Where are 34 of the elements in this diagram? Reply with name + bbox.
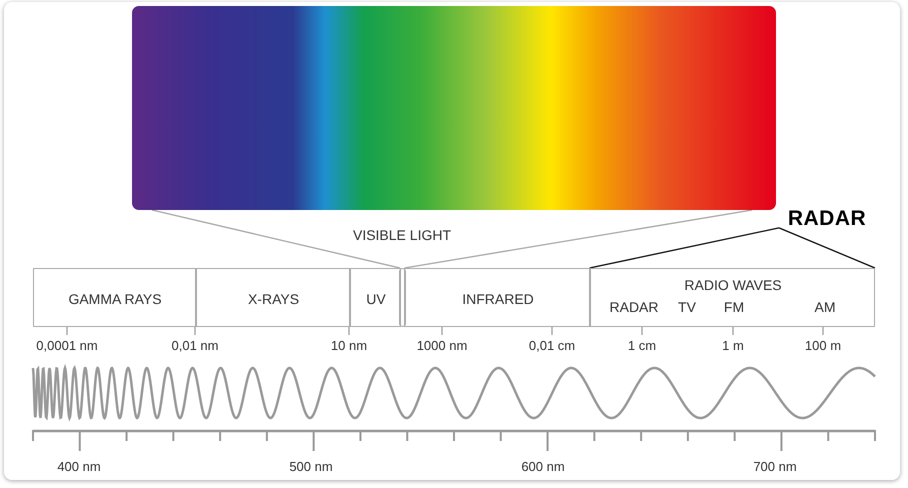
scale-label: 10 nm (330, 338, 368, 353)
scale-label: 400 nm (57, 459, 101, 474)
sub-band-label: TV (678, 299, 696, 315)
spectrum-band-box (33, 268, 196, 327)
scale-label: 0,01 nm (172, 338, 218, 353)
scale-label: 600 nm (521, 459, 565, 474)
leader-line (404, 209, 752, 269)
sub-band-label: FM (724, 299, 744, 315)
scale-label: 0,0001 nm (36, 338, 98, 353)
visible-light-band (399, 268, 406, 327)
sub-band-label: RADAR (610, 299, 658, 315)
connector-line (589, 227, 780, 269)
band-label: RADIO WAVES (684, 277, 782, 293)
spectrum-band-box (589, 268, 875, 327)
sub-band-label: AM (814, 299, 836, 315)
scale-label: 1000 nm (416, 338, 468, 353)
scale-label: 0,01 cm (528, 338, 576, 353)
region-label: VISIBLE LIGHT (352, 228, 452, 243)
band-label: X-RAYS (248, 291, 300, 307)
spectrum-band-box (404, 268, 590, 327)
scale-label: 1 m (722, 338, 744, 353)
leader-line (152, 209, 400, 269)
visible-spectrum-bar (132, 6, 776, 210)
band-label: INFRARED (462, 291, 534, 307)
band-label: GAMMA RAYS (68, 291, 162, 307)
scale-label: 100 m (804, 338, 842, 353)
heading-label: RADAR (788, 208, 866, 230)
spectrum-band-box (194, 268, 350, 327)
scale-label: 1 cm (628, 338, 656, 353)
connector-line (778, 227, 876, 269)
scale-label: 700 nm (753, 459, 797, 474)
band-label: UV (366, 291, 386, 307)
scale-label: 500 nm (289, 459, 333, 474)
spectrum-band-box (349, 268, 400, 327)
